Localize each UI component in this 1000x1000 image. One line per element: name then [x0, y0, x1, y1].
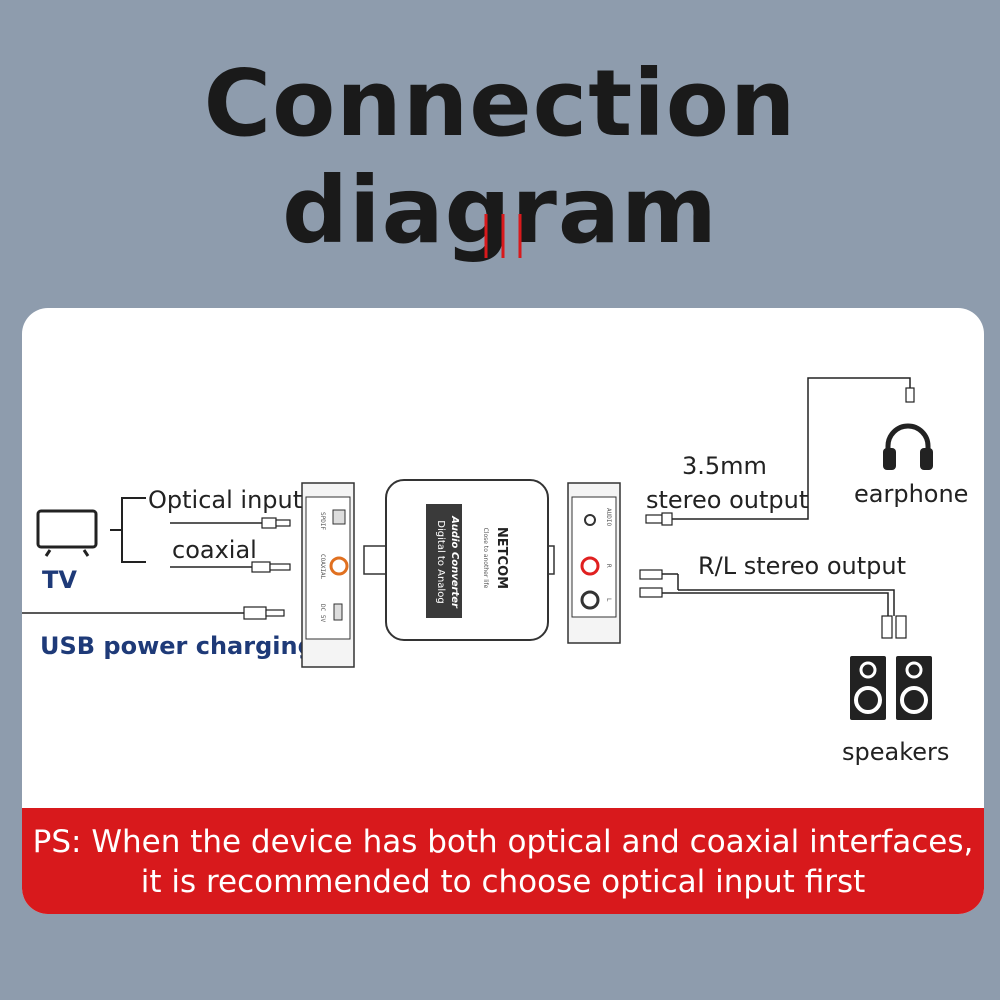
speakers-icon: [850, 656, 932, 720]
stereo-35-label-line1: 3.5mm: [682, 452, 767, 480]
svg-text:L: L: [605, 598, 612, 602]
l-port-icon: [580, 590, 600, 610]
device-line1: Digital to Analog: [435, 520, 446, 603]
converter-device: Digital to Analog Audio Converter NETCOM…: [363, 479, 555, 641]
earphone-label: earphone: [854, 480, 968, 508]
svg-text:SPDIF: SPDIF: [319, 512, 326, 530]
svg-text:DC 5V: DC 5V: [319, 604, 326, 622]
coaxial-label: coaxial: [172, 536, 257, 564]
coaxial-plug-icon: [251, 561, 291, 573]
rca-cable: [677, 574, 895, 616]
aux-port-icon: [584, 514, 596, 526]
svg-text:R: R: [605, 564, 612, 568]
rca-plugs-icon: [639, 569, 663, 598]
note-line-2: it is recommended to choose optical inpu…: [140, 864, 866, 900]
coaxial-port-icon: [329, 556, 349, 576]
optical-input-label: Optical input: [148, 486, 302, 514]
speakers-label: speakers: [842, 738, 949, 766]
r-port-icon: [580, 556, 600, 576]
earphone-icon: [883, 423, 933, 470]
tv-label: TV: [42, 566, 77, 594]
page-title: Connection diagram: [203, 50, 797, 264]
diagram-card: TV Optical input coaxial USB power charg…: [22, 308, 984, 914]
device-tagline: Close to another life: [482, 528, 489, 589]
svg-text:COAXIAL: COAXIAL: [319, 554, 326, 580]
divider-mark: [484, 214, 522, 258]
rl-stereo-label: R/L stereo output: [698, 552, 906, 580]
input-panel: SPDIF COAXIAL DC 5V: [301, 482, 355, 668]
optical-port-icon: [332, 509, 346, 525]
aux-plug-icon: [645, 512, 673, 526]
device-brand: NETCOM: [494, 527, 509, 589]
earphone-cable: [672, 377, 911, 520]
speaker-plugs-icon: [881, 615, 907, 639]
device-line2: Audio Converter: [449, 515, 460, 609]
usb-plug-icon: [243, 606, 285, 620]
output-panel: AUDIO R L: [567, 482, 621, 644]
usb-port-icon: [333, 603, 343, 621]
note-line-1: PS: When the device has both optical and…: [32, 824, 974, 860]
optical-plug-icon: [261, 517, 291, 529]
earphone-plug-icon: [905, 387, 915, 403]
connection-diagram: TV Optical input coaxial USB power charg…: [22, 377, 968, 766]
svg-text:AUDIO: AUDIO: [605, 508, 612, 526]
note-banner: PS: When the device has both optical and…: [22, 808, 984, 914]
tv-icon: [36, 509, 98, 557]
stereo-35-label-line2: stereo output: [646, 486, 808, 514]
usb-power-label: USB power charging: [40, 632, 315, 660]
